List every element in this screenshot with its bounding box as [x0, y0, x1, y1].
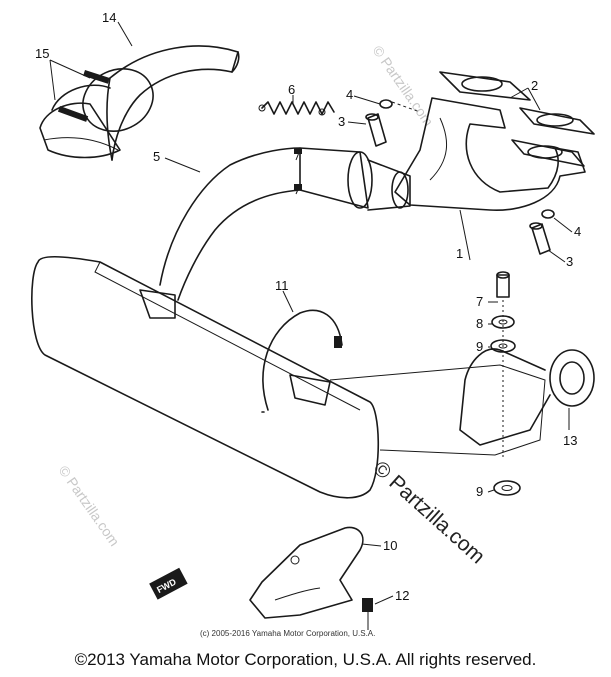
part-5-exhaust-pipe	[159, 147, 411, 301]
part-7-bolt	[496, 271, 510, 298]
callout-4-upper: 4	[346, 87, 353, 102]
part-2-gaskets	[439, 71, 595, 167]
part-11-hanger	[261, 309, 343, 413]
part-9-grommet-lower	[493, 480, 521, 496]
part-3-bolt-lower	[529, 222, 551, 255]
callout-8: 8	[476, 316, 483, 331]
callout-5: 5	[153, 149, 160, 164]
callout-10: 10	[383, 538, 397, 553]
part-4-washer-lower	[541, 209, 555, 219]
watermark-top-right: © Partzilla.com	[370, 43, 437, 129]
part-6-spring	[258, 101, 335, 116]
drawing-copyright: (c) 2005-2016 Yamaha Motor Corporation, …	[200, 629, 375, 638]
callout-11: 11	[275, 278, 289, 293]
part-10-bracket	[249, 526, 364, 619]
callout-3-lower: 3	[566, 254, 573, 269]
callout-9-upper: 9	[476, 339, 483, 354]
muffler-body	[31, 256, 546, 499]
part-15-clamp-bands	[39, 68, 154, 159]
part-13-outlet-rubber	[459, 348, 595, 446]
part-1-exhaust-manifold	[394, 97, 586, 261]
part-3-bolt-upper	[365, 113, 387, 147]
callout-9-lower: 9	[476, 484, 483, 499]
fwd-direction-tag: FWD	[149, 567, 188, 600]
callout-7: 7	[476, 294, 483, 309]
watermark-left: © Partzilla.com	[56, 463, 123, 549]
part-14-intake-duct	[106, 45, 240, 161]
callout-14: 14	[102, 10, 116, 25]
callout-15: 15	[35, 46, 49, 61]
footer-copyright: ©2013 Yamaha Motor Corporation, U.S.A. A…	[74, 650, 537, 669]
leader-lines	[49, 21, 573, 605]
callout-12: 12	[395, 588, 409, 603]
callout-1: 1	[456, 246, 463, 261]
callout-2: 2	[531, 78, 538, 93]
callout-6: 6	[288, 82, 295, 97]
callout-13: 13	[563, 433, 577, 448]
part-12-nut	[362, 598, 373, 630]
callout-4-lower: 4	[574, 224, 581, 239]
callout-3-upper: 3	[338, 114, 345, 129]
